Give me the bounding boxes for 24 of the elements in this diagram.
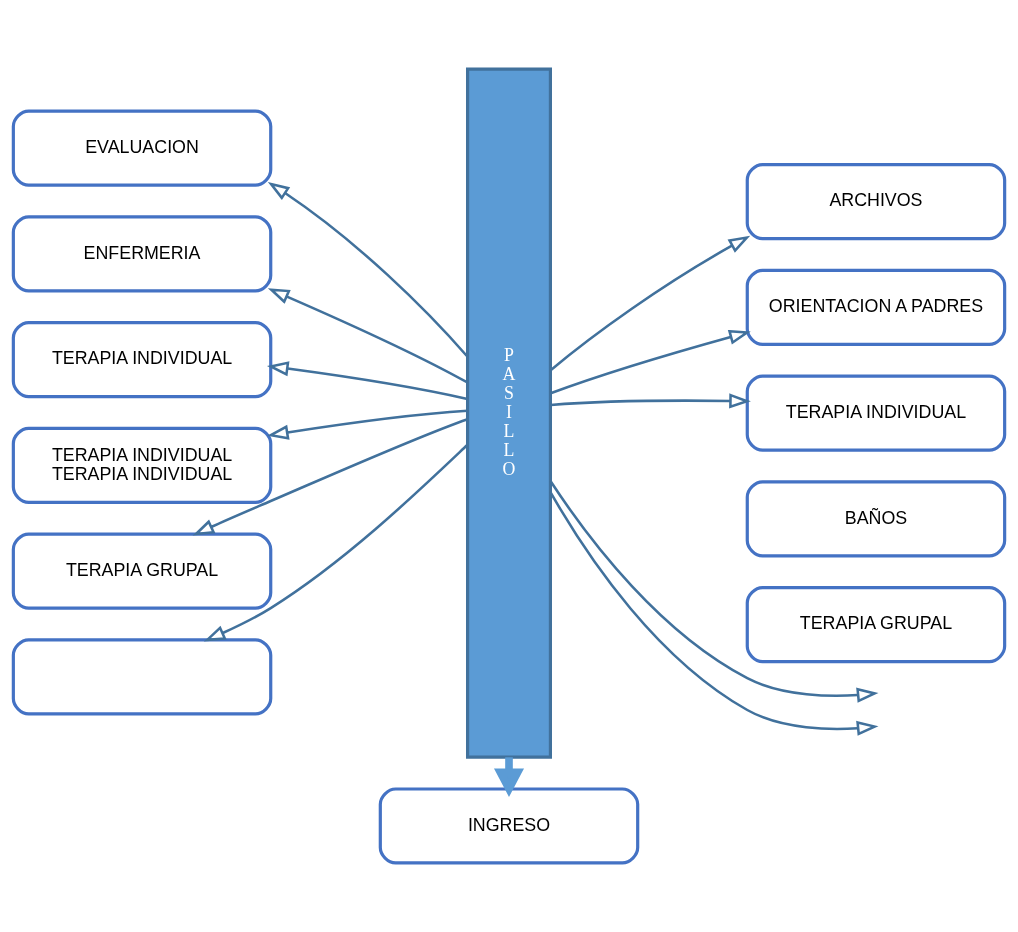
node-box: P A S I L L O	[466, 67, 552, 759]
arrow	[266, 409, 468, 440]
node-box: TERAPIA INDIVIDUAL	[11, 321, 273, 399]
node-box	[11, 638, 273, 716]
node-box: TERAPIA INDIVIDUAL TERAPIA INDIVIDUAL	[11, 426, 273, 504]
arrow	[267, 288, 468, 384]
node-box: BAÑOS	[745, 480, 1007, 558]
arrow	[550, 329, 751, 395]
node-box: EVALUACION	[11, 109, 273, 187]
arrow	[266, 361, 468, 401]
node-box: ARCHIVOS	[745, 163, 1007, 241]
arrow	[549, 480, 879, 703]
arrow	[267, 181, 469, 358]
arrow	[549, 491, 879, 736]
node-box: TERAPIA GRUPAL	[745, 586, 1007, 664]
arrow	[550, 393, 751, 409]
node-box: TERAPIA INDIVIDUAL	[745, 374, 1007, 452]
arrow	[549, 235, 751, 372]
node-box: ORIENTACION A PADRES	[745, 268, 1007, 346]
node-box: TERAPIA GRUPAL	[11, 532, 273, 610]
arrow	[192, 418, 468, 536]
arrow	[203, 444, 469, 642]
node-box: INGRESO	[378, 787, 640, 865]
node-box: ENFERMERIA	[11, 215, 273, 293]
